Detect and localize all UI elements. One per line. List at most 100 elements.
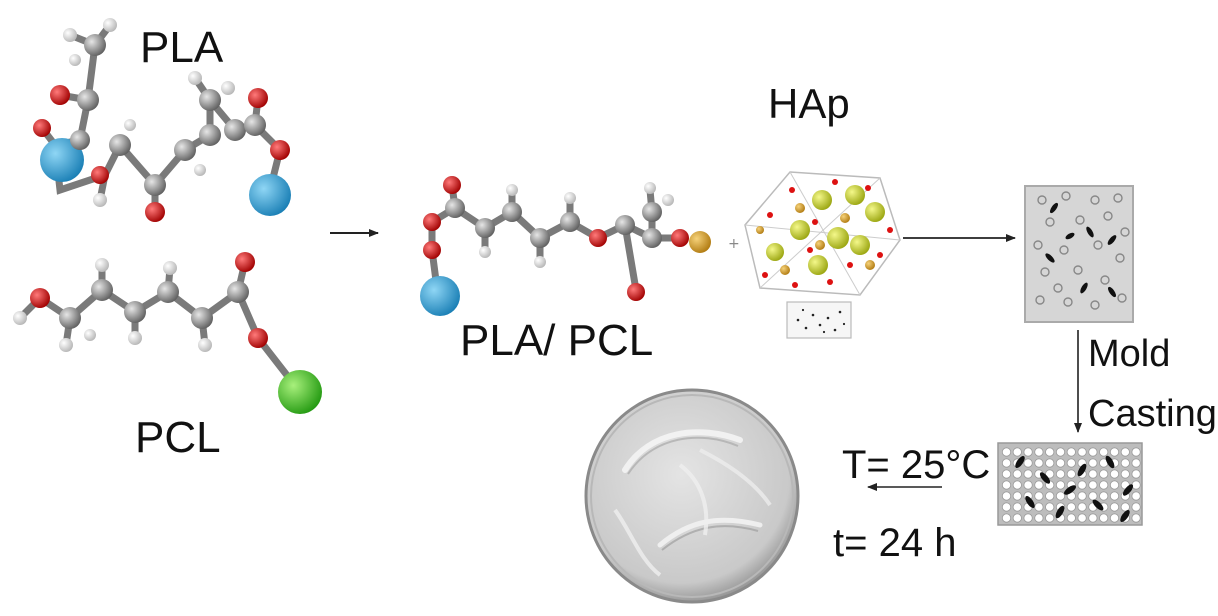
mold-cell [1012, 491, 1022, 501]
mold-cell [1001, 469, 1012, 479]
mold-cell [1023, 469, 1033, 479]
pcl-molecule-icon [16, 258, 304, 396]
mold-cell [1001, 491, 1012, 501]
mold-particle [1055, 505, 1065, 519]
mold-cell [1034, 513, 1044, 523]
mold-cell [1045, 491, 1055, 501]
mold-particle [1105, 455, 1115, 469]
mold-cell [1034, 491, 1044, 501]
mold-cell [1055, 447, 1066, 457]
plus-sign: + [728, 236, 740, 252]
mold-cell [1055, 480, 1066, 490]
mold-particle [1077, 463, 1087, 477]
mold-cell [1077, 491, 1087, 501]
mold-particle [1015, 456, 1025, 468]
mold-cell [1055, 458, 1066, 468]
mold-cell [1131, 502, 1141, 512]
mold-particle [1122, 484, 1134, 496]
mold-cell [1066, 502, 1076, 512]
mold-cell [1131, 458, 1141, 468]
pla-label: PLA [140, 23, 224, 72]
mold-cell [1088, 458, 1098, 468]
mold-cell [1088, 480, 1098, 490]
cast-film-icon [584, 388, 800, 604]
mold-label: Mold [1088, 333, 1170, 375]
mold-cell [1099, 480, 1109, 490]
mold-cell [1055, 491, 1066, 501]
pla-atoms [33, 18, 291, 222]
mold-particle [1039, 472, 1051, 484]
mold-cell [1023, 513, 1033, 523]
pcl-label: PCL [135, 413, 221, 462]
mold-cell [1120, 469, 1130, 479]
mold-particle [1064, 485, 1076, 495]
mold-cell [1099, 447, 1109, 457]
mold-cell [1109, 513, 1120, 523]
mold-grid-icon [997, 442, 1143, 526]
mold-cell [1088, 513, 1098, 523]
casting-label: Casting [1088, 393, 1217, 435]
mold-cell [1023, 447, 1033, 457]
mold-cell [1131, 480, 1141, 490]
mold-cell [1055, 469, 1066, 479]
mold-cell [1131, 491, 1141, 501]
time-label: t= 24 h [833, 521, 956, 565]
mold-cell [1066, 513, 1076, 523]
mold-cell [1034, 480, 1044, 490]
mold-cell [1109, 480, 1120, 490]
mold-cell [1023, 458, 1033, 468]
mold-cell [1066, 447, 1076, 457]
mold-cell [1109, 447, 1120, 457]
mold-cell [1099, 513, 1109, 523]
mold-cell [1109, 469, 1120, 479]
mold-cell [1045, 447, 1055, 457]
mold-cell [1088, 469, 1098, 479]
mold-cell [1012, 502, 1022, 512]
mold-cell [1109, 491, 1120, 501]
hap-label: HAp [768, 80, 850, 127]
mold-cell [1012, 480, 1022, 490]
temperature-label: T= 25°C [842, 443, 990, 487]
mold-cell [1131, 447, 1141, 457]
mold-cell [1001, 502, 1012, 512]
mold-cell [1001, 447, 1012, 457]
mold-cell [1034, 447, 1044, 457]
mold-cell [1120, 502, 1130, 512]
mold-cell [1066, 469, 1076, 479]
mold-cell [1034, 458, 1044, 468]
mold-cell [1001, 513, 1012, 523]
mold-particle [1120, 510, 1130, 522]
composite-square-icon [1024, 185, 1134, 323]
mold-particle [1092, 499, 1104, 511]
mold-cell [1045, 469, 1055, 479]
mold-cell [1120, 458, 1130, 468]
mold-cell [1034, 502, 1044, 512]
mold-cell [1131, 469, 1141, 479]
pcl-atoms [13, 252, 322, 414]
blend-atoms [420, 176, 711, 316]
mold-cell [1077, 480, 1087, 490]
mold-cell [1045, 513, 1055, 523]
mold-cell [1088, 447, 1098, 457]
mold-cell [1012, 469, 1022, 479]
mold-cell [1012, 447, 1022, 457]
mold-cell [1012, 513, 1022, 523]
hap-crystal-icon [744, 171, 901, 296]
mold-cell [1099, 491, 1109, 501]
mold-cell [1109, 502, 1120, 512]
mold-cell [1077, 447, 1087, 457]
mold-cell [1023, 480, 1033, 490]
mold-cell [1120, 447, 1130, 457]
composite-mixture-icon [786, 301, 852, 339]
mold-cell [1001, 458, 1012, 468]
mold-cell [1066, 458, 1076, 468]
mold-cell [1077, 502, 1087, 512]
mold-cell [1077, 513, 1087, 523]
mold-cell [1001, 480, 1012, 490]
blend-label: PLA/ PCL [460, 316, 653, 365]
mold-cell [1045, 502, 1055, 512]
mold-cell [1099, 469, 1109, 479]
mold-particle [1025, 496, 1035, 508]
mold-cell [1131, 513, 1141, 523]
